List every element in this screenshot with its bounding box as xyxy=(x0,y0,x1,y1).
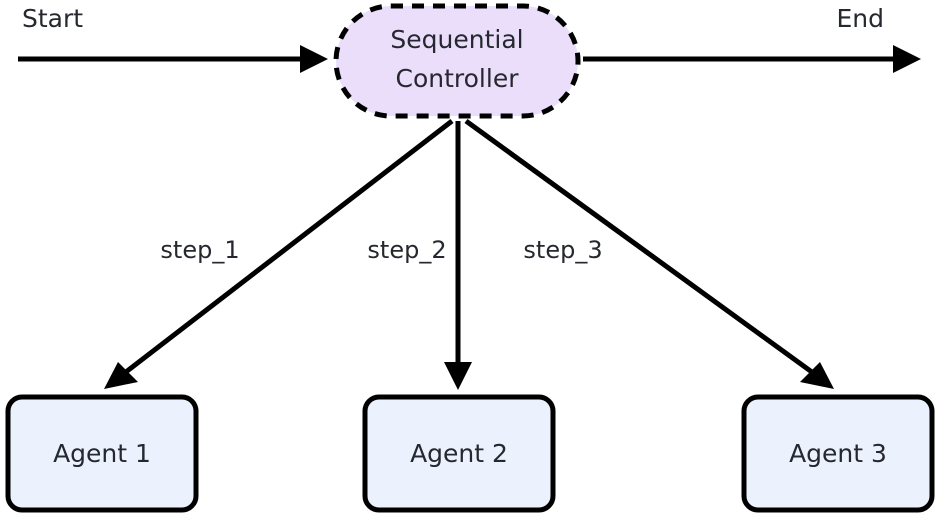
node-agent-3[interactable]: Agent 3 xyxy=(741,394,935,513)
edge-step-1-line xyxy=(120,119,454,377)
controller-label-line-1: Sequential xyxy=(390,25,523,54)
agent-3-box xyxy=(741,394,935,513)
agent-1-box xyxy=(5,394,199,513)
edge-end-arrowhead xyxy=(893,45,921,73)
edge-controller-to-end xyxy=(583,45,921,73)
edge-start-to-controller xyxy=(18,45,328,73)
edge-step-2-arrowhead xyxy=(444,362,472,390)
edge-step-3 xyxy=(464,118,834,389)
end-label: End xyxy=(836,4,884,33)
node-sequential-controller[interactable]: Sequential Controller xyxy=(333,3,581,119)
edge-step-1-arrowhead xyxy=(104,362,138,389)
edge-step-1 xyxy=(104,119,454,389)
agent-2-label: Agent 2 xyxy=(410,439,508,468)
node-agent-2[interactable]: Agent 2 xyxy=(362,394,556,513)
agent-3-label: Agent 3 xyxy=(789,439,887,468)
edge-label-step-2: step_2 xyxy=(367,236,446,264)
agent-2-box xyxy=(362,394,556,513)
edge-label-step-1: step_1 xyxy=(160,236,239,264)
edge-label-step-3: step_3 xyxy=(523,236,602,264)
node-agent-1[interactable]: Agent 1 xyxy=(5,394,199,513)
agent-1-label: Agent 1 xyxy=(53,439,151,468)
edge-step-3-line xyxy=(464,118,818,378)
edge-step-2 xyxy=(444,121,472,390)
start-label: Start xyxy=(22,4,83,33)
controller-label-line-2: Controller xyxy=(396,64,520,93)
controller-shape-outline xyxy=(333,3,581,119)
edge-start-arrowhead xyxy=(300,45,328,73)
edge-step-3-arrowhead xyxy=(800,362,834,389)
